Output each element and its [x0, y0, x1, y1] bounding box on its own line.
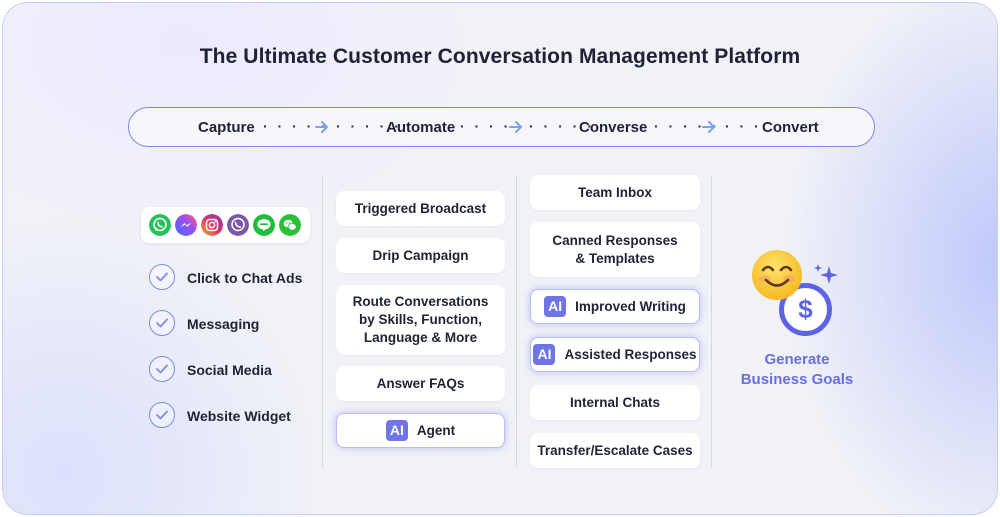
- channel-icons: [141, 207, 310, 243]
- card-label: Agent: [416, 422, 456, 438]
- check-circle-icon: [149, 310, 175, 336]
- stage-converse: Converse: [579, 119, 648, 136]
- card-label: by Skills, Function,: [358, 312, 483, 327]
- card-label: Transfer/Escalate Cases: [537, 442, 693, 458]
- card-label: Internal Chats: [569, 394, 661, 410]
- capture-item: Social Media: [187, 362, 272, 378]
- whatsapp-icon: [149, 214, 171, 236]
- flow-dots: · · ·: [725, 118, 762, 134]
- arrow-right-icon: [509, 121, 522, 133]
- ai-improved-writing-card: AI Improved Writing: [530, 289, 700, 324]
- stage-capture: Capture: [198, 119, 255, 136]
- sparkle-icon: [814, 264, 838, 284]
- capture-item: Messaging: [187, 316, 260, 332]
- smiling-face-icon: [752, 250, 802, 300]
- instagram-icon: [201, 214, 223, 236]
- messenger-icon: [175, 214, 197, 236]
- automate-card: Answer FAQs: [336, 366, 505, 401]
- converse-card: Transfer/Escalate Cases: [530, 433, 700, 468]
- goal-line: Business Goals: [740, 371, 854, 388]
- card-label: Assisted Responses: [564, 346, 697, 362]
- check-circle-icon: [149, 356, 175, 382]
- ai-badge: AI: [544, 296, 567, 317]
- flow-dots: · · · · ·: [460, 118, 526, 134]
- capture-item: Website Widget: [187, 408, 291, 424]
- card-label: Team Inbox: [577, 184, 652, 200]
- arrow-right-icon: [702, 121, 715, 133]
- capture-item: Click to Chat Ads: [187, 270, 303, 286]
- column-divider: [711, 176, 712, 468]
- flow-dots: · · · · ·: [654, 118, 720, 134]
- column-divider: [516, 176, 517, 468]
- goal-line: Generate: [764, 351, 830, 368]
- flow-dots: · · · · ·: [529, 118, 595, 134]
- card-label: & Templates: [575, 250, 655, 266]
- card-label: Route Conversations: [352, 294, 489, 309]
- stage-automate: Automate: [386, 119, 456, 136]
- arrow-right-icon: [315, 121, 328, 133]
- svg-text:$: $: [798, 294, 813, 324]
- converse-card: Team Inbox: [530, 175, 700, 210]
- converse-card: Canned Responses & Templates: [530, 222, 700, 277]
- automate-card: Triggered Broadcast: [336, 191, 505, 226]
- stage-convert: Convert: [762, 119, 819, 136]
- automate-card: Route Conversations by Skills, Function,…: [336, 285, 505, 355]
- card-label: Canned Responses: [552, 232, 678, 248]
- flow-bar: Capture · · · · · · · · · · Automate · ·…: [128, 107, 875, 147]
- card-label: Answer FAQs: [376, 375, 465, 391]
- card-label: Language & More: [363, 330, 478, 345]
- card-label: Drip Campaign: [372, 247, 469, 263]
- line-icon: [253, 214, 275, 236]
- ai-badge: AI: [533, 344, 556, 365]
- wechat-icon: [279, 214, 301, 236]
- viber-icon: [227, 214, 249, 236]
- flow-dots: · · · · ·: [336, 118, 402, 134]
- converse-card: Internal Chats: [530, 385, 700, 420]
- ai-assisted-responses-card: AI Assisted Responses: [530, 337, 700, 372]
- ai-badge: AI: [385, 420, 408, 441]
- card-label: Triggered Broadcast: [354, 200, 487, 216]
- flow-dots: · · · · ·: [263, 118, 329, 134]
- check-circle-icon: [149, 402, 175, 428]
- column-divider: [322, 176, 323, 468]
- card-label: Improved Writing: [575, 298, 686, 314]
- automate-card: Drip Campaign: [336, 238, 505, 273]
- page-title: The Ultimate Customer Conversation Manag…: [199, 45, 801, 68]
- ai-agent-card: AI Agent: [336, 413, 505, 448]
- convert-goal-text: Generate Business Goals: [717, 350, 877, 390]
- check-circle-icon: [149, 264, 175, 290]
